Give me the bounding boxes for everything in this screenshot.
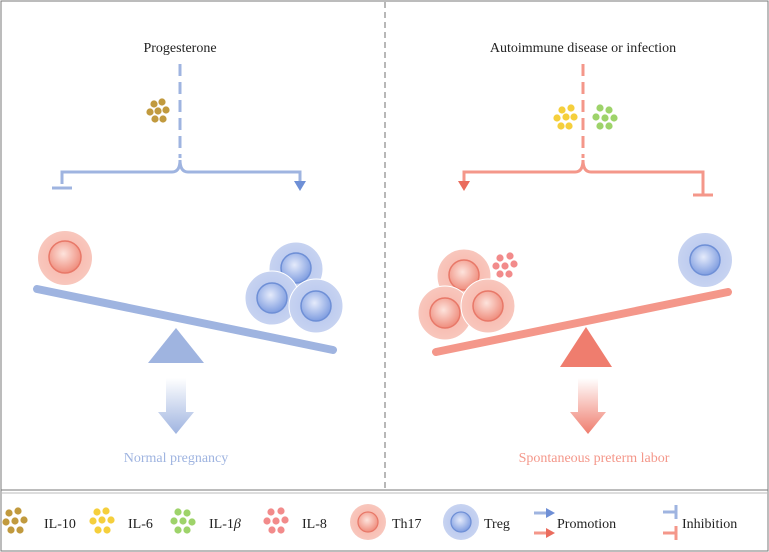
legend-th17-icon (350, 504, 386, 540)
legend-il6-label: IL-6 (128, 517, 153, 532)
legend-il10-label: IL-10 (44, 517, 76, 532)
autoimmune-label: Autoimmune disease or infection (490, 41, 676, 56)
legend-promotion-label: Promotion (557, 517, 616, 532)
treg-cell-cluster (244, 241, 344, 334)
left-fulcrum-triangle (148, 328, 204, 363)
il8-cytokine-cluster (492, 252, 518, 278)
left-panel: Progesterone (33, 41, 344, 466)
legend-il1b-icon (170, 508, 196, 534)
progesterone-label: Progesterone (143, 41, 216, 56)
left-seesaw-beam (33, 285, 337, 354)
left-outcome-arrow (158, 378, 194, 434)
legend-il8-label: IL-8 (302, 517, 327, 532)
left-bracket (60, 159, 302, 184)
right-outcome-arrow (570, 378, 606, 434)
legend-th17-label: Th17 (392, 517, 422, 532)
legend-treg-label: Treg (484, 517, 510, 532)
right-seesaw-beam (432, 288, 732, 356)
legend-il8-icon (263, 507, 289, 534)
normal-pregnancy-label: Normal pregnancy (124, 451, 229, 466)
right-fulcrum-triangle (560, 327, 612, 367)
legend-inhibition-icon (663, 505, 678, 540)
th17-cell-cluster (417, 248, 516, 341)
treg-cell (678, 233, 732, 287)
il6-cytokine-cluster (553, 104, 578, 130)
legend-il10-icon (2, 507, 28, 534)
legend-inhibition-label: Inhibition (682, 517, 737, 532)
promotion-arrow-right-panel (458, 181, 470, 191)
il1b-cytokine-cluster (592, 104, 618, 130)
legend-il1b-label: IL-1β (209, 517, 241, 532)
preterm-labor-label: Spontaneous preterm labor (519, 451, 670, 466)
legend-promotion-icon (534, 508, 555, 538)
right-bracket (462, 159, 705, 184)
promotion-arrow-left-panel (294, 181, 306, 191)
legend-treg-icon (443, 504, 479, 540)
th17-cell (38, 231, 92, 285)
legend-il6-icon (89, 507, 115, 534)
legend: IL-10 IL-6 IL-1β (2, 504, 737, 540)
il10-cytokine-cluster (146, 98, 170, 123)
right-panel: Autoimmune disease or infection (417, 41, 732, 466)
